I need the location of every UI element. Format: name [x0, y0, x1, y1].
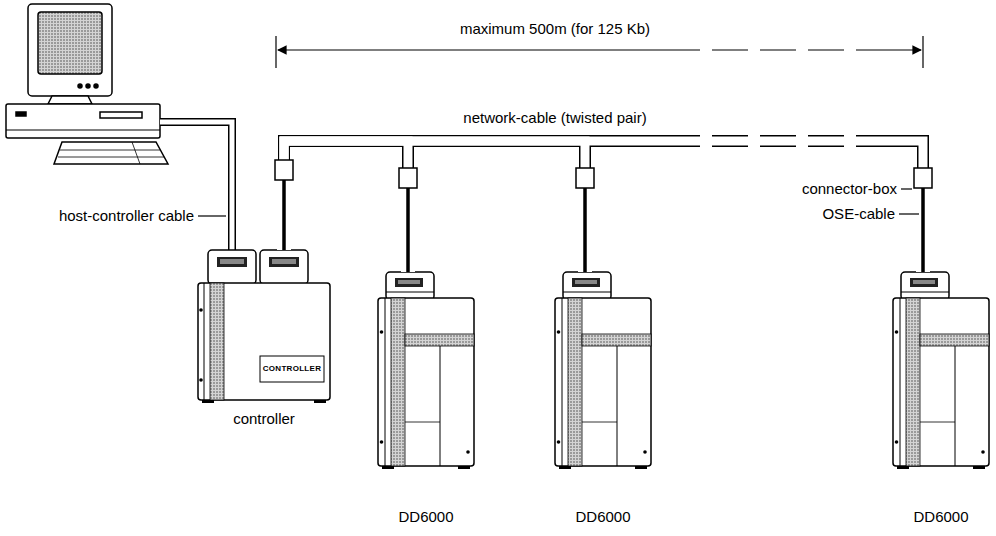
device-node: DD6000: [555, 272, 651, 530]
device-node: DD6000: [378, 272, 474, 530]
controller-unit: [198, 250, 330, 403]
dd6000-unit: [378, 272, 474, 469]
cable-label: network-cable (twisted pair): [461, 109, 648, 127]
controller-node: controller: [198, 250, 330, 432]
callout-label: connector-box: [800, 180, 899, 198]
cable-core: [284, 141, 923, 272]
host-controller-cable: [160, 122, 232, 250]
node-label: DD6000: [911, 508, 970, 526]
dd6000-unit: [555, 272, 651, 469]
dimension-line: [276, 36, 923, 68]
node-label: controller: [231, 410, 297, 428]
cable-label: host-controller cable: [57, 207, 196, 225]
network-cable: [284, 141, 408, 272]
dimension-label: maximum 500m (for 125 Kb): [458, 20, 652, 38]
host-computer: [6, 4, 168, 164]
device-marking: CONTROLLER: [261, 364, 324, 374]
node-label: DD6000: [573, 508, 632, 526]
cable-core: [284, 141, 408, 272]
cable-break: [700, 130, 856, 152]
ose-cable: [277, 180, 930, 272]
network-cable: [284, 141, 585, 272]
dd6000-unit: [893, 272, 989, 469]
node-label: DD6000: [396, 508, 455, 526]
leader-line: [899, 189, 919, 214]
cable-core: [284, 141, 585, 272]
device-node: DD6000: [893, 272, 989, 530]
callout-label: OSE-cable: [820, 205, 897, 223]
network-cable: [284, 141, 923, 272]
